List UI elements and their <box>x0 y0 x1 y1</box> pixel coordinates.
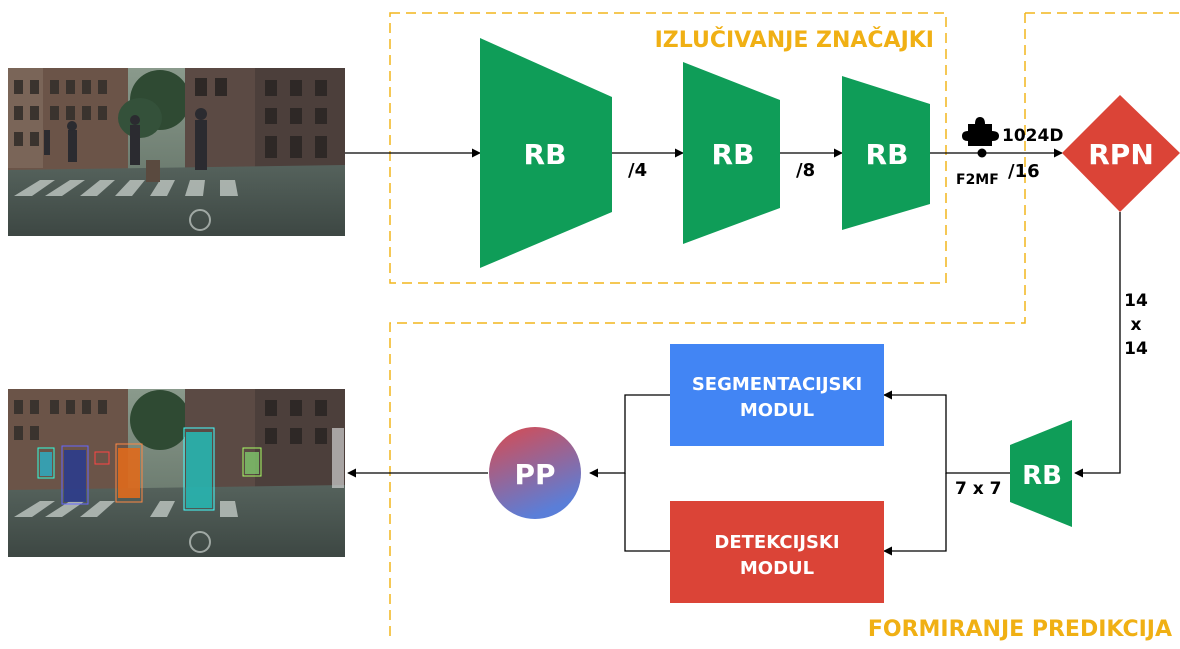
segmentation-to-pp-arrow <box>589 394 670 478</box>
segmentation-module: SEGMENTACIJSKI MODUL <box>670 344 884 446</box>
feature-extraction-border <box>389 12 947 284</box>
rpn-to-rb4-arrow <box>1074 212 1121 478</box>
rb-block-4-label: RB <box>1022 461 1062 491</box>
feature-extraction-title: IZLUČIVANJE ZNAČAJKI <box>655 27 934 53</box>
detection-label-line1: DETEKCIJSKI <box>714 532 839 553</box>
detection-label-line2: MODUL <box>740 558 814 579</box>
input-scene-image <box>8 68 345 236</box>
rb-block-4: RB <box>1010 420 1072 527</box>
prediction-title: FORMIRANJE PREDIKCIJA <box>868 617 1172 642</box>
prediction-border-left <box>389 13 1026 640</box>
stride-8-label: /8 <box>796 160 815 181</box>
roi-7x7-label: 7 x 7 <box>955 479 1001 499</box>
rb4-to-detection-arrow <box>883 473 947 556</box>
pp-label: PP <box>514 458 555 491</box>
roi-14-top-label: 14 <box>1124 291 1148 311</box>
roi-14-bottom-label: 14 <box>1124 339 1148 359</box>
feature-extraction-region: IZLUČIVANJE ZNAČAJKI <box>389 12 947 284</box>
rb-block-2: RB <box>683 62 780 244</box>
rb-block-1-label: RB <box>524 138 567 171</box>
stride-16-label: /16 <box>1008 161 1040 182</box>
puzzle-piece-icon <box>962 117 999 146</box>
prediction-region: FORMIRANJE PREDIKCIJA <box>389 12 1180 642</box>
rb-block-2-label: RB <box>712 138 755 171</box>
roi-x-label: x <box>1131 315 1142 335</box>
output-scene-image <box>8 389 345 557</box>
detection-module: DETEKCIJSKI MODUL <box>670 501 884 603</box>
dim-1024-label: 1024D <box>1002 126 1063 146</box>
pp-block: PP <box>489 427 581 519</box>
detection-to-pp-line <box>624 473 670 552</box>
rb-block-1: RB <box>480 38 612 268</box>
rpn-label: RPN <box>1088 138 1154 171</box>
connectors <box>345 148 1121 556</box>
stride-4-label: /4 <box>628 160 647 181</box>
segmentation-label-line1: SEGMENTACIJSKI <box>692 374 862 395</box>
rb-block-3: RB <box>842 76 930 230</box>
rb4-to-segmentation-arrow <box>883 390 1010 474</box>
rb-block-3-label: RB <box>866 138 909 171</box>
f2mf-node <box>977 148 987 158</box>
f2mf-label: F2MF <box>956 172 999 188</box>
segmentation-label-line2: MODUL <box>740 400 814 421</box>
rpn-block: RPN <box>1062 95 1180 212</box>
